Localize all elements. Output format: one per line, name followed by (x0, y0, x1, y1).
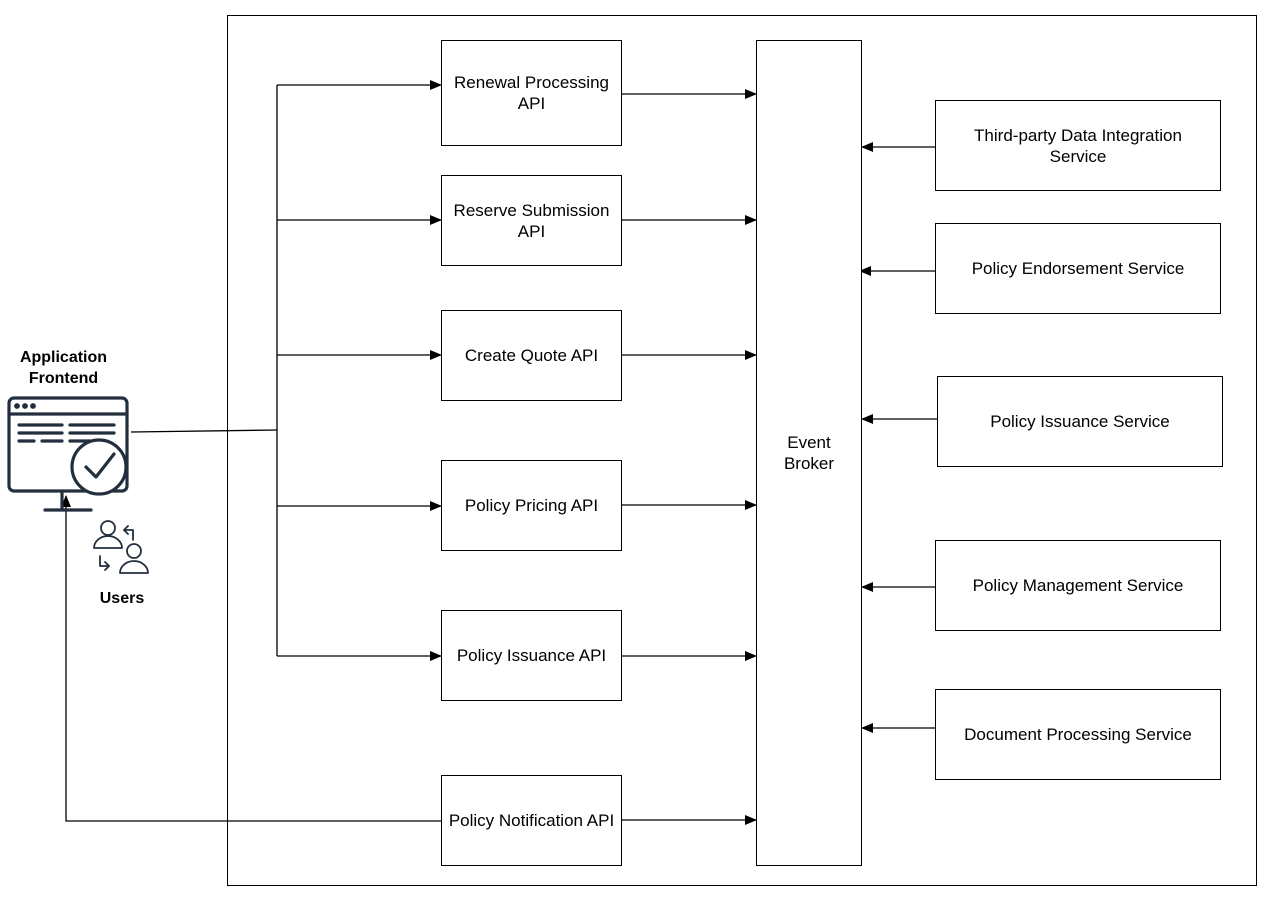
third-party-data-integration-service-box: Third-party Data Integration Service (935, 100, 1221, 191)
users-label: Users (99, 590, 145, 607)
event-broker-box: Event Broker (756, 40, 862, 866)
policy-notification-api-box: Policy Notification API (441, 775, 622, 866)
policy-management-service-box: Policy Management Service (935, 540, 1221, 631)
document-processing-service-label: Document Processing Service (964, 725, 1192, 744)
policy-issuance-service-label: Policy Issuance Service (990, 412, 1170, 431)
policy-issuance-service-box: Policy Issuance Service (937, 376, 1223, 467)
create-quote-api-label: Create Quote API (464, 346, 599, 365)
renewal-processing-api-box: Renewal Processing API (441, 40, 622, 146)
monitor-check-icon (7, 396, 129, 512)
reserve-submission-api-box: Reserve Submission API (441, 175, 622, 266)
event-broker-label: Event Broker (783, 433, 835, 473)
policy-issuance-api-label: Policy Issuance API (456, 646, 607, 665)
policy-notification-api-label: Policy Notification API (448, 811, 615, 830)
renewal-processing-api-label: Renewal Processing API (454, 73, 609, 113)
policy-pricing-api-label: Policy Pricing API (464, 496, 599, 515)
third-party-data-integration-service-label: Third-party Data Integration Service (974, 125, 1182, 166)
users-exchange-icon (93, 520, 149, 574)
policy-endorsement-service-label: Policy Endorsement Service (971, 259, 1185, 278)
policy-issuance-api-box: Policy Issuance API (441, 610, 622, 701)
arrow-notification-to-frontend (61, 495, 441, 822)
frontend-title: Application Frontend (19, 349, 108, 387)
policy-pricing-api-box: Policy Pricing API (441, 460, 622, 551)
reserve-submission-api-label: Reserve Submission API (453, 200, 610, 241)
policy-management-service-label: Policy Management Service (972, 576, 1184, 595)
policy-endorsement-service-box: Policy Endorsement Service (935, 223, 1221, 314)
frontend-connector (130, 429, 278, 433)
system-boundary (227, 15, 1257, 886)
create-quote-api-box: Create Quote API (441, 310, 622, 401)
document-processing-service-box: Document Processing Service (935, 689, 1221, 780)
